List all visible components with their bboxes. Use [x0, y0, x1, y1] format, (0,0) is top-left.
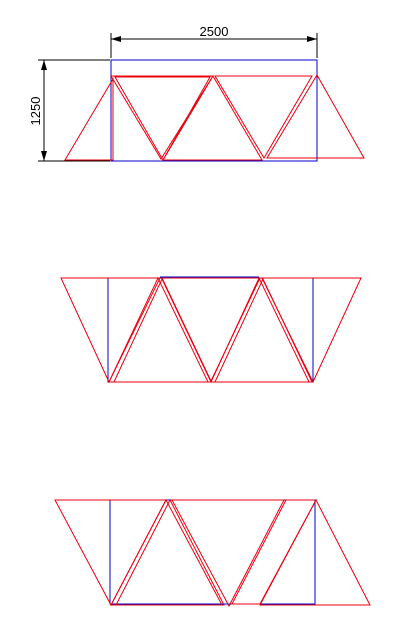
layout-2-triangle-2	[108, 276, 209, 383]
height-arrow-top	[41, 60, 47, 70]
width-arrow-right	[307, 36, 317, 42]
layout-1-triangle-1	[64, 77, 114, 161]
layout-1-panel	[110, 59, 318, 162]
layout-1-triangle-6	[266, 74, 365, 159]
dimension-group	[38, 33, 318, 162]
layout-2-triangle-1	[60, 277, 161, 384]
width-dimension-label: 2500	[200, 24, 229, 39]
layout-3-panel	[109, 499, 316, 605]
layout-3-triangle-4	[171, 499, 285, 608]
layout-2-triangle-3	[113, 277, 212, 383]
layout-3-triangle-6	[259, 498, 371, 606]
height-arrow-bottom	[41, 151, 47, 161]
layout-3-triangle-5	[231, 499, 317, 605]
layout-1-triangle-5	[214, 75, 313, 159]
layout-2-triangle-4	[161, 277, 261, 383]
layout-2-triangle-5	[210, 276, 310, 383]
layout-1-triangle-4	[162, 75, 263, 161]
layout-2-triangle-6	[214, 277, 313, 383]
layout-2	[60, 276, 362, 384]
width-arrow-left	[111, 36, 121, 42]
layout-1-triangle-2	[110, 75, 214, 160]
layout-3-triangle-3	[115, 498, 225, 606]
dimension-arrowheads	[41, 36, 317, 161]
layout-1	[64, 59, 365, 162]
layout-2-triangle-7	[261, 277, 362, 384]
layout-1-triangle-3	[114, 76, 211, 162]
layout-3	[54, 498, 371, 608]
height-dimension-label: 1250	[28, 97, 43, 126]
layout-3-triangle-2	[110, 498, 223, 606]
